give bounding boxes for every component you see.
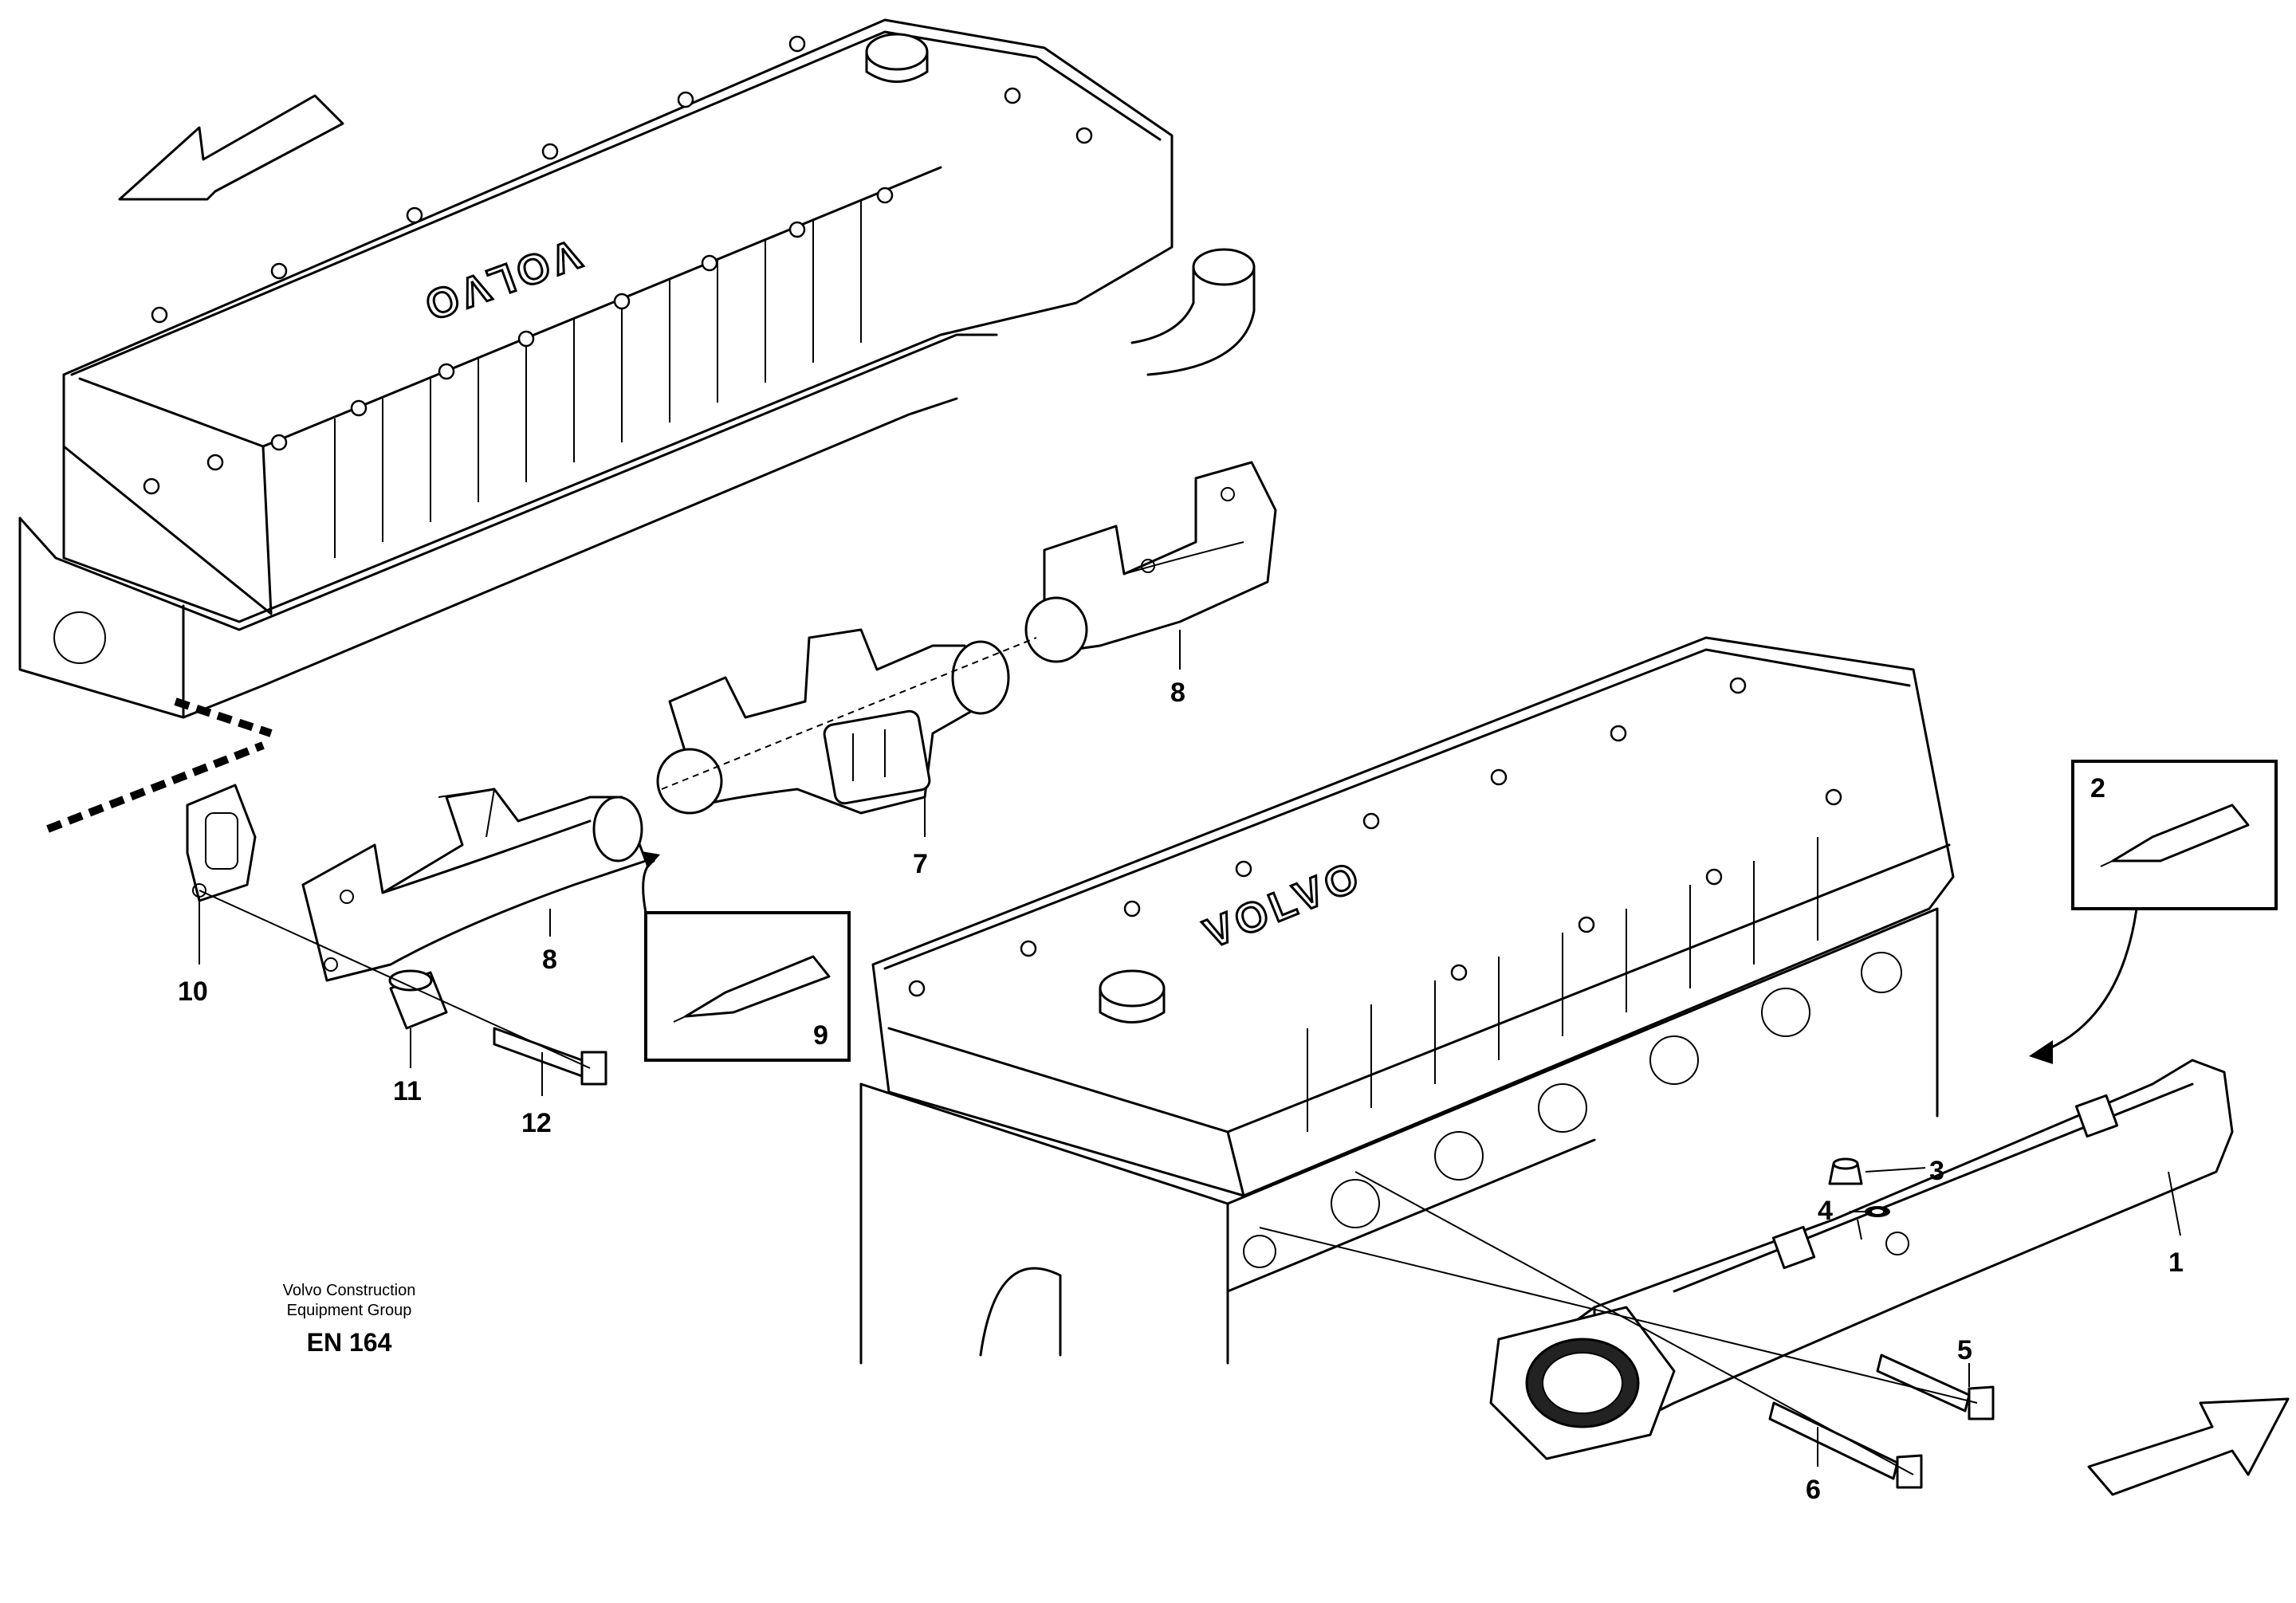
part-2-detail-box	[2071, 760, 2278, 910]
lower-cylinder-head: VOLVO	[859, 636, 1955, 1365]
credit-line-2: Equipment Group	[287, 1302, 412, 1319]
callout-3: 3	[1929, 1156, 1944, 1186]
direction-arrow-left	[118, 94, 344, 201]
callout-10: 10	[178, 976, 208, 1007]
part-5-bolt	[1876, 1354, 1995, 1420]
callout-4: 4	[1818, 1196, 1833, 1226]
part-8-manifold-section-front	[301, 788, 647, 982]
drawing-code: EN 164	[307, 1328, 392, 1357]
part-11-spacer-sleeve	[388, 969, 448, 1030]
callout-5: 5	[1957, 1335, 1972, 1365]
part-9-detail-box	[644, 911, 851, 1062]
part-8-manifold-section-rear	[1024, 461, 1277, 663]
callout-8-upper: 8	[1170, 678, 1185, 708]
reference-dashed-line	[174, 697, 273, 737]
credit-block: Volvo Construction Equipment Group EN 16…	[283, 1282, 416, 1357]
leader-lines	[199, 630, 2181, 1467]
sealant-tube-icon	[684, 955, 831, 1018]
plug-assembly-line	[1857, 1219, 1862, 1240]
assembly-line-left	[199, 890, 591, 1069]
part-12-bolt	[493, 1027, 607, 1086]
part-1-manifold	[1489, 1059, 2234, 1460]
callout-12: 12	[521, 1108, 552, 1138]
direction-arrow-right	[2087, 1397, 2290, 1496]
arrow-head-2	[2029, 1040, 2053, 1064]
upper-cylinder-head: VOLVO	[18, 18, 1256, 719]
callout-6: 6	[1806, 1475, 1821, 1505]
arrow-head-9	[642, 851, 660, 869]
callout-8-lower: 8	[542, 945, 557, 975]
reference-dashed-line-2	[46, 741, 265, 833]
part-6-bolt	[1768, 1401, 1923, 1489]
callout-11: 11	[393, 1076, 422, 1106]
sealant-tube-icon	[2111, 803, 2250, 862]
callout-9: 9	[813, 1020, 828, 1051]
part-7-manifold-center	[656, 628, 1010, 815]
part-3-plug	[1828, 1157, 1863, 1185]
arrow-to-manifold	[2039, 907, 2138, 1054]
part-10-gasket	[186, 784, 257, 902]
credit-line-1: Volvo Construction	[283, 1282, 416, 1299]
arrow-to-joint	[642, 859, 655, 914]
assembly-axis	[661, 637, 1037, 790]
callout-1: 1	[2168, 1247, 2184, 1278]
part-4-washer	[1865, 1206, 1890, 1217]
callout-2: 2	[2090, 773, 2105, 803]
callout-7: 7	[913, 849, 928, 879]
assembly-line-bolt-6	[1354, 1171, 1914, 1475]
